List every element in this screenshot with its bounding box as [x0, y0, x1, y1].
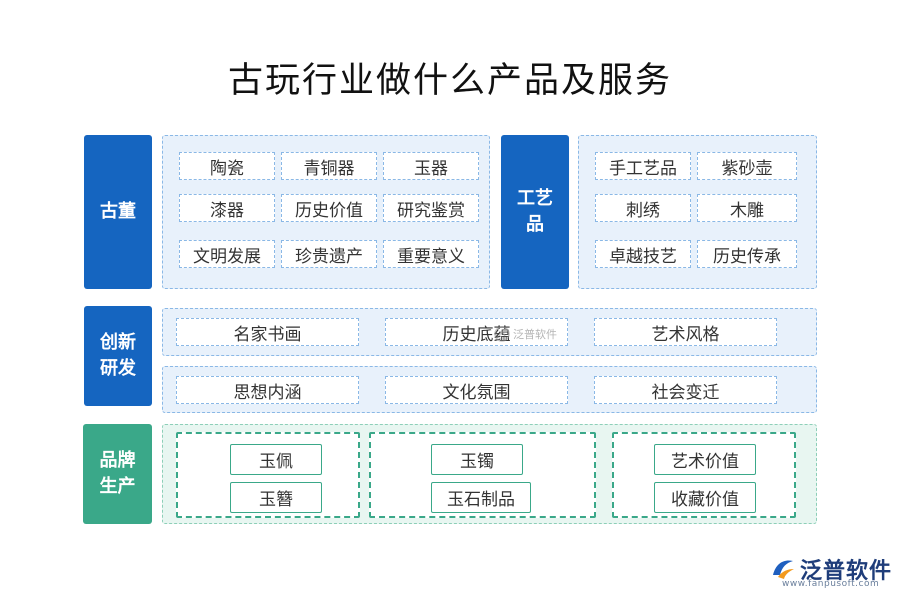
label-crafts-line2: 品 — [526, 214, 544, 235]
logo-url: www.fanpusoft.com — [782, 579, 880, 589]
panel-brand: 玉佩 玉簪 玉镯 玉石制品 艺术价值 收藏价值 — [162, 424, 817, 524]
brand-item: 玉簪 — [230, 482, 322, 513]
brand-item: 玉佩 — [230, 444, 322, 475]
label-antiques: 古董 — [84, 135, 152, 289]
crafts-item: 卓越技艺 — [595, 240, 691, 268]
antiques-item: 重要意义 — [383, 240, 479, 268]
antiques-item: 陶瓷 — [179, 152, 275, 180]
antiques-item: 研究鉴赏 — [383, 194, 479, 222]
innovation-item: 社会变迁 — [594, 376, 777, 404]
brand-item: 艺术价值 — [654, 444, 756, 475]
antiques-item: 文明发展 — [179, 240, 275, 268]
label-brand-line1: 品牌 — [99, 450, 136, 471]
innovation-item: 名家书画 — [176, 318, 359, 346]
crafts-item: 历史传承 — [697, 240, 797, 268]
antiques-item: 珍贵遗产 — [281, 240, 377, 268]
logo-text: 泛普软件 — [800, 559, 893, 584]
innovation-item: 文化氛围 — [385, 376, 568, 404]
innovation-item: 历史底蕴 — [385, 318, 568, 346]
antiques-item: 漆器 — [179, 194, 275, 222]
watermark: 泛普软件 — [494, 326, 557, 342]
label-brand-line2: 生产 — [99, 476, 136, 497]
fanpu-logo-icon — [773, 560, 794, 579]
brand-item: 收藏价值 — [654, 482, 756, 513]
antiques-item: 玉器 — [383, 152, 479, 180]
label-crafts: 工艺 品 — [501, 135, 569, 289]
label-antiques-text: 古董 — [100, 201, 136, 222]
crafts-item: 手工艺品 — [595, 152, 691, 180]
label-brand: 品牌 生产 — [83, 424, 152, 524]
brand-logo: 泛普软件 — [770, 553, 892, 585]
innovation-item: 艺术风格 — [594, 318, 777, 346]
label-innovation: 创新 研发 — [84, 306, 152, 406]
label-crafts-line1: 工艺 — [517, 188, 553, 209]
antiques-item: 历史价值 — [281, 194, 377, 222]
watermark-logo-icon — [494, 326, 510, 342]
panel-innovation-row2: 思想内涵 文化氛围 社会变迁 — [162, 366, 817, 413]
brand-group: 艺术价值 收藏价值 — [612, 432, 796, 518]
page-title: 古玩行业做什么产品及服务 — [227, 61, 672, 101]
panel-antiques: 陶瓷 青铜器 玉器 漆器 历史价值 研究鉴赏 文明发展 珍贵遗产 重要意义 — [162, 135, 490, 289]
label-innovation-line2: 研发 — [100, 358, 136, 379]
antiques-item: 青铜器 — [281, 152, 377, 180]
crafts-item: 紫砂壶 — [697, 152, 797, 180]
panel-innovation-row1: 名家书画 历史底蕴 艺术风格 — [162, 308, 817, 356]
label-innovation-line1: 创新 — [100, 332, 136, 353]
panel-crafts: 手工艺品 紫砂壶 刺绣 木雕 卓越技艺 历史传承 — [578, 135, 817, 289]
brand-item: 玉镯 — [431, 444, 523, 475]
brand-group: 玉镯 玉石制品 — [369, 432, 596, 518]
brand-group: 玉佩 玉簪 — [176, 432, 360, 518]
innovation-item: 思想内涵 — [176, 376, 359, 404]
crafts-item: 刺绣 — [595, 194, 691, 222]
crafts-item: 木雕 — [697, 194, 797, 222]
watermark-text: 泛普软件 — [513, 328, 557, 341]
brand-item: 玉石制品 — [431, 482, 531, 513]
